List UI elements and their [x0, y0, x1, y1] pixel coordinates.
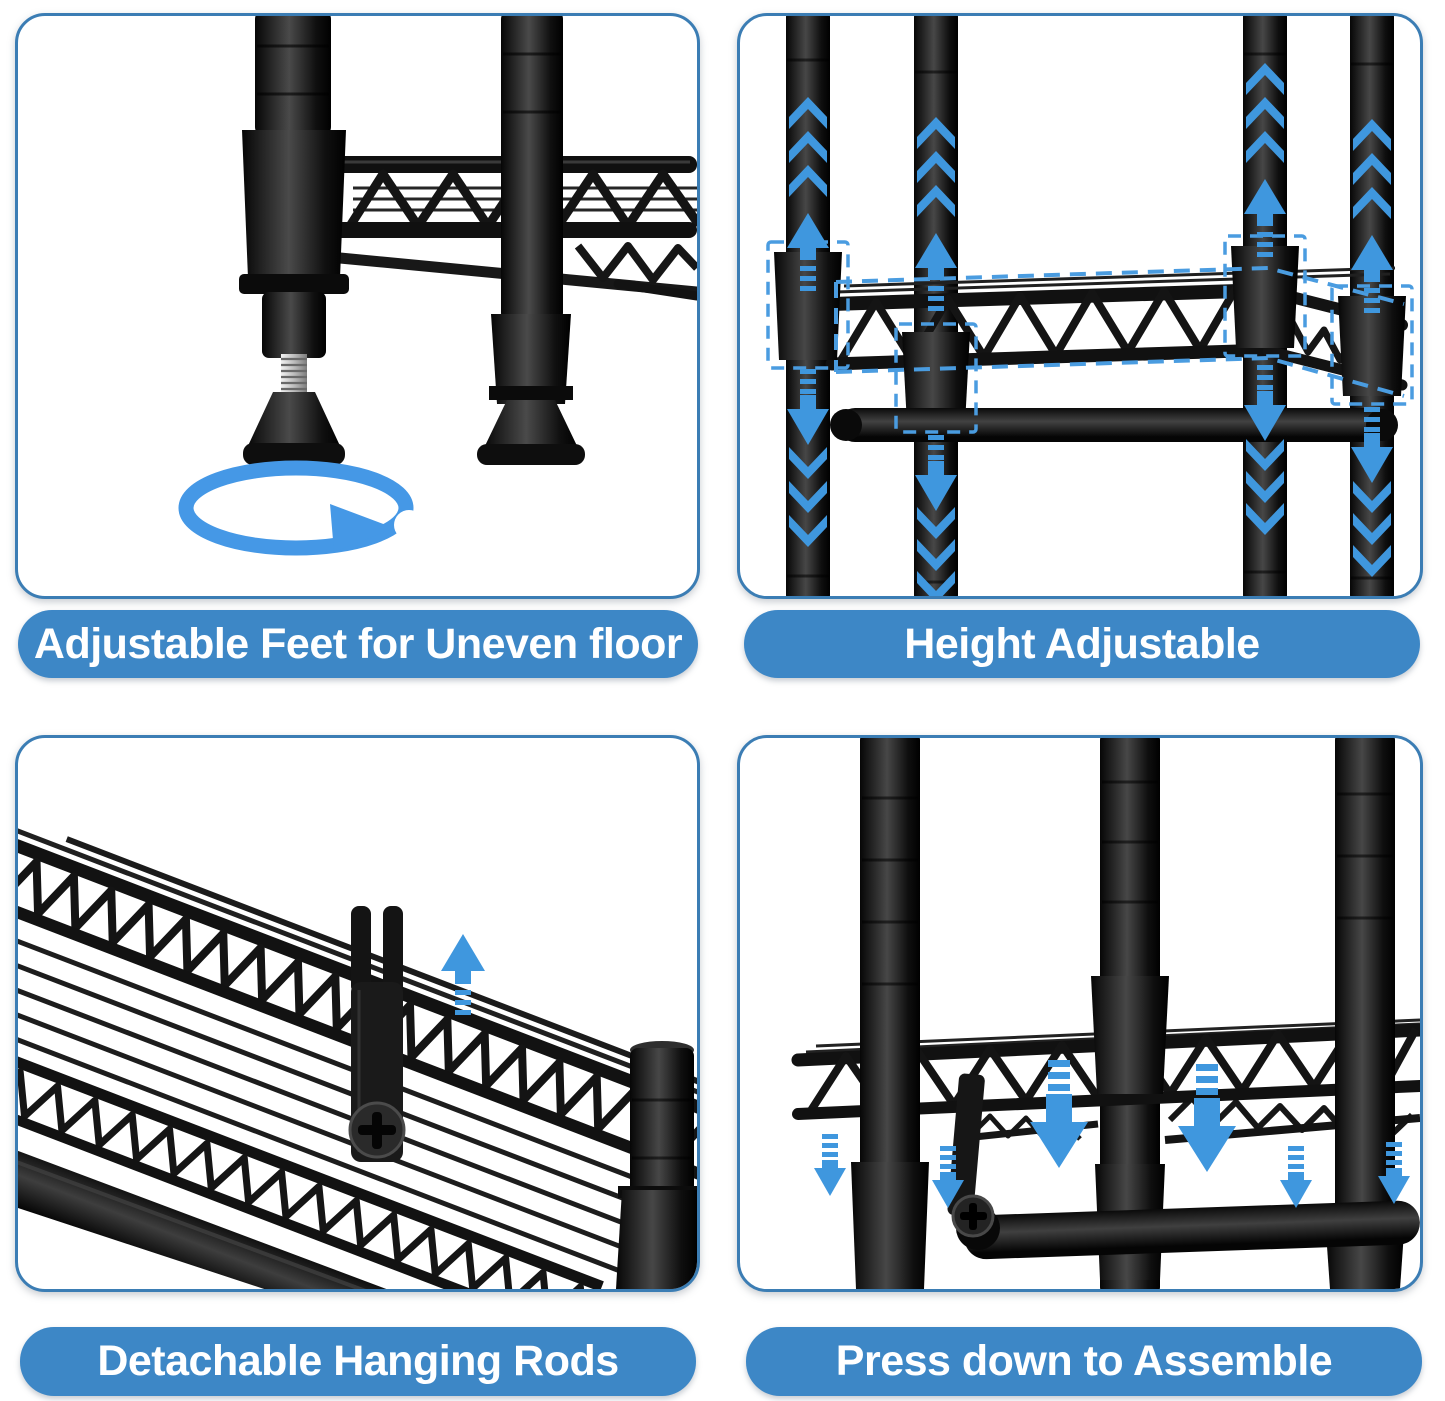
- caption-detachable-rods: Detachable Hanging Rods: [20, 1327, 696, 1396]
- feature-panel-press-down: [737, 735, 1423, 1292]
- photo-press-down: [791, 738, 1420, 1289]
- hook-bracket: [947, 1073, 995, 1238]
- feature-panel-detachable-rods: [15, 735, 700, 1292]
- caption-adjustable-feet: Adjustable Feet for Uneven floor: [18, 610, 698, 678]
- screw-threads: [281, 357, 307, 391]
- photo-height-adjustable: [766, 16, 1414, 596]
- right-leg-with-foot: [477, 16, 585, 465]
- rotation-arrow-icon: [178, 460, 424, 556]
- left-pole: [851, 738, 929, 1289]
- pole-sleeves: [774, 246, 1406, 424]
- dashed-highlight-boxes: [766, 234, 1414, 434]
- right-pole: [1326, 738, 1404, 1289]
- photo-detachable-rods: [18, 828, 697, 1289]
- up-arrow-icon: [441, 934, 485, 1015]
- caption-height-adjustable: Height Adjustable: [744, 610, 1420, 678]
- feature-panel-adjustable-feet: [15, 13, 700, 599]
- caption-press-down: Press down to Assemble: [746, 1327, 1422, 1396]
- photo-adjustable-feet: [178, 16, 697, 556]
- left-leg-with-leveling-foot: [239, 16, 349, 465]
- middle-pole-sleeve-upper: [1091, 976, 1169, 1094]
- dashed-shelf-outline: [834, 265, 1405, 398]
- hook-bracket: [348, 906, 406, 1162]
- hanging-rod: [830, 408, 1398, 442]
- corner-pole: [616, 1041, 697, 1289]
- down-chevron-arrows: [787, 365, 1393, 596]
- feature-panel-height-adjustable: [737, 13, 1423, 599]
- wire-shelf: [825, 266, 1408, 391]
